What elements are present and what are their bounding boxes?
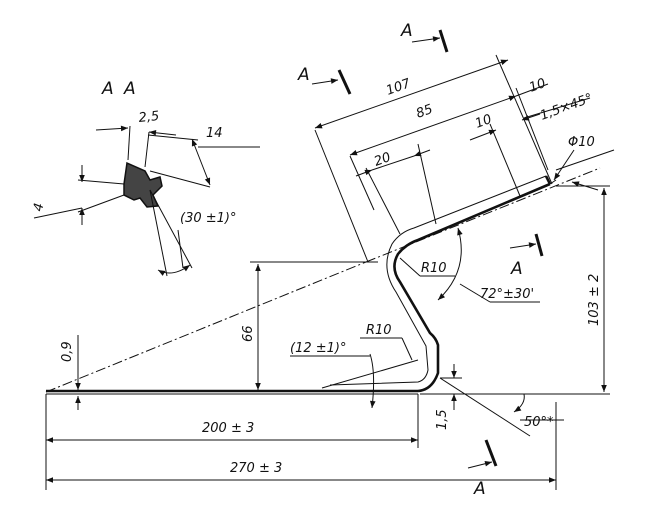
- dim-section-width: 2,5: [138, 109, 160, 126]
- section-view: A A 2,5 14 4 (30 ±1)°: [31, 79, 260, 277]
- dim-radius-upper: R10: [421, 261, 447, 276]
- dim-height-66: 66: [241, 325, 256, 342]
- dim-10-inner: 10: [473, 112, 494, 132]
- marker-left: A: [297, 65, 310, 85]
- dim-length-270: 270 ± 3: [230, 461, 282, 476]
- section-title-right: A: [123, 79, 136, 99]
- dim-diameter: Φ10: [568, 135, 595, 150]
- dim-angle-50: 50°*: [524, 415, 554, 430]
- section-markers: A A A A: [297, 21, 544, 499]
- dim-85: 85: [414, 102, 435, 122]
- dim-radius-lower: R10: [366, 323, 392, 338]
- dimensions: 107 85 10 1,5×45° 10 Φ10 20 R10 72°±30': [45, 54, 615, 490]
- dim-angle-base: (12 ±1)°: [290, 341, 346, 356]
- dim-section-angle: (30 ±1)°: [180, 211, 236, 226]
- dim-height-103: 103 ± 2: [587, 274, 602, 326]
- marker-top: A: [400, 21, 413, 41]
- marker-right: A: [510, 259, 523, 279]
- dim-length-200: 200 ± 3: [202, 421, 254, 436]
- section-title-left: A: [101, 79, 114, 99]
- dim-thickness-1-5: 1,5: [435, 409, 450, 430]
- dim-10-top: 10: [527, 76, 548, 96]
- dim-angle-bend: 72°±30': [480, 287, 534, 302]
- dim-thickness: 0,9: [60, 341, 75, 362]
- dim-20: 20: [372, 150, 393, 170]
- marker-bottom: A: [473, 479, 486, 499]
- dim-chamfer: 1,5×45°: [538, 91, 594, 124]
- dim-section-side: 4: [31, 202, 47, 213]
- part-outline: [46, 175, 557, 395]
- dim-section-height: 14: [206, 126, 223, 141]
- section-profile: [123, 161, 163, 208]
